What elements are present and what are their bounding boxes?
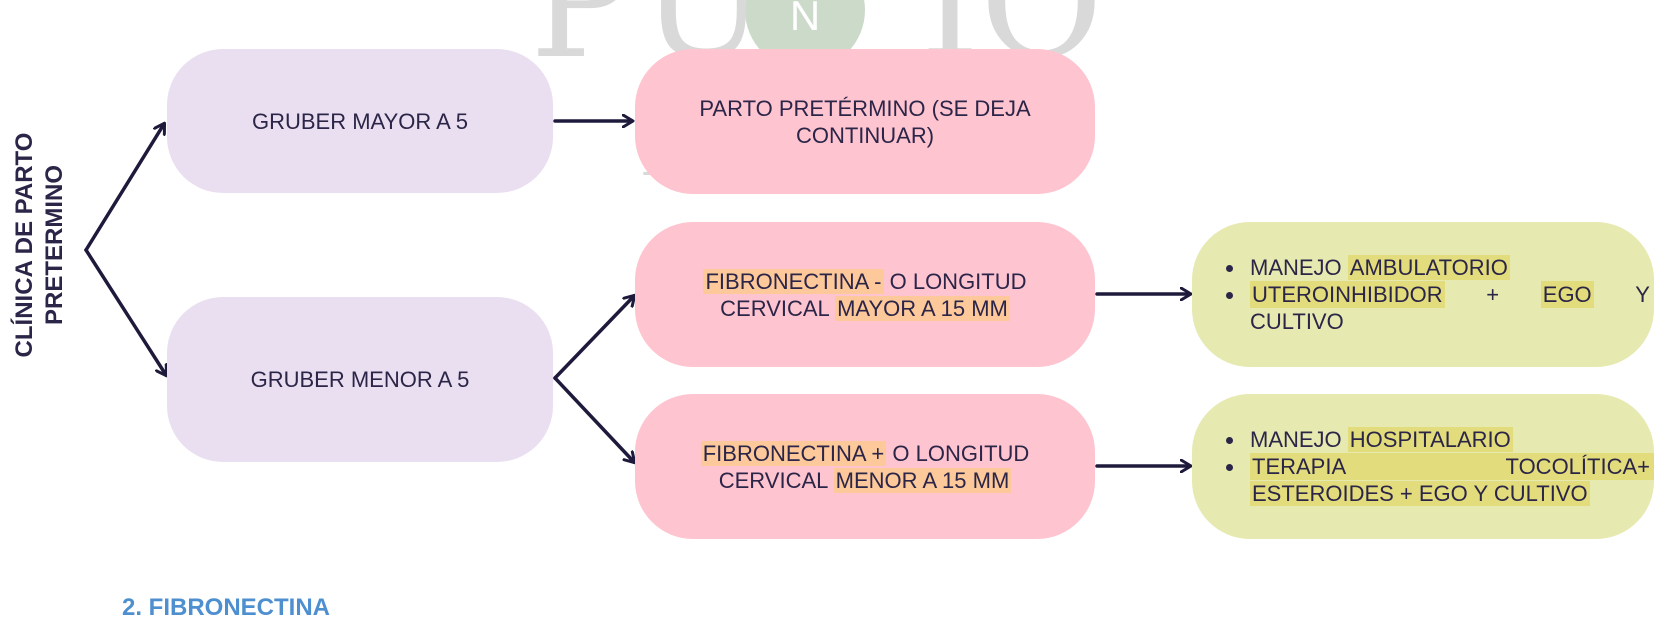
text-segment: CERVICAL: [720, 295, 836, 321]
text-segment: TOCOLÍTICA+: [1505, 454, 1650, 479]
highlight: ESTEROIDES + EGO Y CULTIVO: [1250, 481, 1590, 506]
text-segment: TERAPIA: [1252, 454, 1347, 479]
ambulatorio-list: MANEJO AMBULATORIO UTEROINHIBIDOR + EGO …: [1192, 254, 1654, 335]
node-parto-line-2: CONTINUAR): [795, 122, 935, 148]
hospitalario-list: MANEJO HOSPITALARIO TERAPIA TOCOLÍTICA+ …: [1192, 426, 1654, 507]
node-manejo-ambulatorio: MANEJO AMBULATORIO UTEROINHIBIDOR + EGO …: [1192, 222, 1654, 367]
text-segment: +: [1486, 282, 1500, 307]
text-segment: MANEJO: [1250, 255, 1348, 280]
node-gruber-mayor-label: GRUBER MAYOR A 5: [252, 108, 468, 134]
text-segment: O LONGITUD: [883, 268, 1027, 294]
highlight: EGO: [1540, 281, 1594, 308]
arrow-gruber-menor-to-fibro-pos: [553, 376, 634, 462]
text-segment: CERVICAL: [718, 467, 834, 493]
highlight: MAYOR A 15 MM: [835, 295, 1010, 321]
node-gruber-mayor: GRUBER MAYOR A 5: [167, 49, 553, 193]
highlight: UTEROINHIBIDOR: [1250, 281, 1445, 308]
list-item: UTEROINHIBIDOR + EGO Y CULTIVO: [1220, 281, 1654, 335]
node-parto-line-1: PARTO PRETÉRMINO (SE DEJA: [699, 95, 1031, 121]
list-item: MANEJO AMBULATORIO: [1220, 254, 1654, 281]
text-segment: Y: [1635, 282, 1650, 307]
list-item: TERAPIA TOCOLÍTICA+ ESTEROIDES + EGO Y C…: [1220, 453, 1654, 507]
highlight: MENOR A 15 MM: [833, 467, 1012, 493]
node-manejo-hospitalario: MANEJO HOSPITALARIO TERAPIA TOCOLÍTICA+ …: [1192, 394, 1654, 539]
node-parto-pretermino: PARTO PRETÉRMINO (SE DEJA CONTINUAR): [635, 49, 1095, 194]
text-segment: CULTIVO: [1250, 309, 1344, 334]
list-item: MANEJO HOSPITALARIO: [1220, 426, 1654, 453]
text-segment: MANEJO: [1250, 427, 1348, 452]
highlight: HOSPITALARIO: [1347, 427, 1513, 452]
diagram-title: CLÍNICA DE PARTO PRETERMINO: [0, 100, 80, 390]
node-fibronectina-negativa: FIBRONECTINA - O LONGITUD CERVICAL MAYOR…: [635, 222, 1095, 367]
highlight: FIBRONECTINA -: [703, 268, 884, 294]
node-gruber-menor: GRUBER MENOR A 5: [167, 297, 553, 462]
highlight: AMBULATORIO: [1347, 255, 1510, 280]
arrow-title-to-gruber-menor: [84, 248, 166, 375]
section-title: 2. FIBRONECTINA: [122, 594, 331, 621]
highlight: FIBRONECTINA +: [700, 440, 887, 466]
title-line-1: CLÍNICA DE PARTO: [11, 132, 38, 358]
node-gruber-menor-label: GRUBER MENOR A 5: [250, 367, 470, 392]
arrow-title-to-gruber-mayor: [84, 124, 164, 252]
text-segment: O LONGITUD: [886, 440, 1030, 466]
title-line-2: PRETERMINO: [41, 165, 68, 326]
arrow-gruber-menor-to-fibro-neg: [553, 296, 634, 380]
node-fibronectina-positiva: FIBRONECTINA + O LONGITUD CERVICAL MENOR…: [635, 394, 1095, 539]
